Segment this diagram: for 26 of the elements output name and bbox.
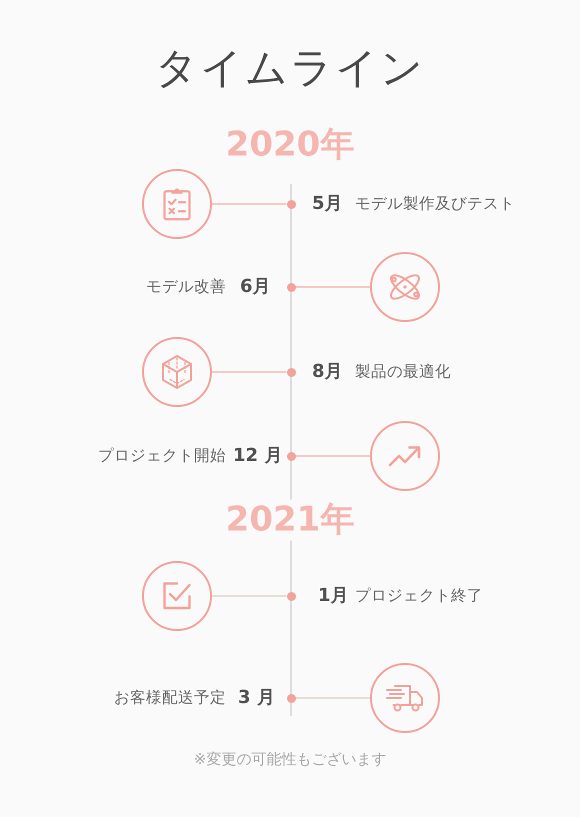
timeline-dot [286,368,296,376]
timeline-dot [286,452,296,460]
month-label: 6月 [240,276,271,298]
connector-line [212,371,286,373]
event-text: プロジェクト開始 [98,446,226,465]
timeline-dot [286,592,296,600]
connector-line [212,595,286,597]
month-label: 5月 [312,192,343,214]
event-text: お客様配送予定 [114,688,226,707]
timeline-dot [286,282,296,292]
connector-line [296,286,370,288]
connector-line [212,203,286,205]
month-label: 12 月 [233,444,282,466]
title: タイムライン [155,42,425,94]
event-text: プロジェクト終了 [355,586,483,605]
footnote: ※変更の可能性もございます [194,750,386,768]
connector-line [296,697,370,699]
connector-line [296,455,370,457]
event-text: モデル製作及びテスト [355,194,515,213]
event-text: 製品の最適化 [355,362,451,381]
timeline-dot [286,694,296,702]
month-label: 3 月 [238,686,275,708]
timeline-dot [286,200,296,208]
month-label: 8月 [312,360,343,382]
event-text: モデル改善 [146,277,226,296]
month-label: 1月 [318,584,349,606]
